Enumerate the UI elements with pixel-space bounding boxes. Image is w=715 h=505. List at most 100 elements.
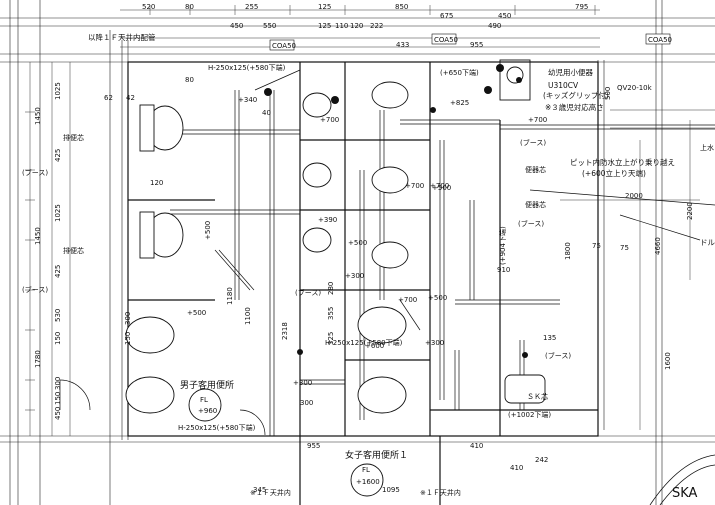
dim-top-15: 955 [470, 41, 483, 49]
dim-misc-20: 80 [185, 76, 194, 84]
dim-left-4: 1025 [54, 204, 62, 222]
top-dimension-lines [120, 5, 600, 48]
dim-left-1: 1025 [54, 82, 62, 100]
dim-misc-30: 300 [124, 312, 132, 325]
note-grip: (キッズグリップ付) [543, 90, 609, 100]
room-mens-level: +960 [198, 407, 217, 415]
dim-top-17: 675 [440, 12, 453, 20]
walls [127, 61, 599, 505]
tag-down-904: (+904下端) [498, 226, 507, 265]
dim-misc-23: 1100 [244, 307, 252, 325]
dim-top-10: 255 [245, 3, 258, 11]
dim-misc-4: +825 [450, 99, 469, 107]
note-1f-ceiling-1: ※１Ｆ天井内 [250, 488, 291, 497]
valves [264, 64, 528, 358]
top-dimensions: 520 80 450 550 125 110 850 795 450 255 1… [142, 3, 588, 49]
interior-dimensions: +340 +500 +700 +825 +500 +700 +500 +500 … [124, 76, 601, 387]
dim-misc-11: +300 [425, 339, 444, 347]
dim-bottom-5: 345 [253, 486, 266, 494]
tag-coa-3: COA50 [648, 36, 672, 44]
note-kinder: ※３歳児対応高さ [545, 102, 604, 112]
dim-top-2: 80 [185, 3, 194, 11]
dim-misc-6: +700 [528, 116, 547, 124]
dim-top-8: 795 [575, 3, 588, 11]
dim-top-7: 850 [395, 3, 408, 11]
room-mens: 男子客用便所 FL +960 [180, 379, 234, 415]
dim-top-12: 120 [350, 22, 363, 30]
dim-misc-9: +300 [293, 379, 312, 387]
room-mens-fl: FL [200, 396, 208, 404]
dim-misc-27: 325 [327, 332, 335, 345]
note-drain-core-1: 排便芯 [63, 133, 84, 142]
dim-left-10: 300 [54, 377, 62, 390]
tag-down-1002: (+1002下端) [508, 410, 551, 419]
dim-left-13: 62 [104, 94, 113, 102]
dim-top-3: 450 [230, 22, 243, 30]
child-urinal-fixture [499, 59, 531, 101]
note-booth-6: (ブース) [518, 219, 544, 228]
left-dimension-lines [25, 62, 71, 436]
dim-right-3: 4660 [654, 237, 662, 255]
note-booth-1: (ブース) [22, 168, 48, 177]
tag-down-650: (+650下端) [440, 68, 479, 77]
dim-misc-26: 355 [327, 307, 335, 320]
dim-misc-29: 150 [124, 332, 132, 345]
dim-top-9: 450 [498, 12, 511, 20]
dim-top-1: 520 [142, 3, 155, 11]
dim-bottom-1: 955 [307, 442, 320, 450]
note-pit: ピット内防水立上がり乗り越え [570, 157, 675, 167]
tag-coa-1: COA50 [272, 42, 296, 50]
dim-misc-8: +500 [428, 294, 447, 302]
dim-top-14: 433 [396, 41, 409, 49]
dim-bottom-6: 410 [470, 442, 483, 450]
note-drain-top: 上水 [700, 143, 714, 152]
dim-left-12: 450 [54, 407, 62, 420]
dim-top-16: 490 [488, 22, 501, 30]
toilet-fixtures [125, 81, 546, 497]
dim-left-5: 1450 [34, 227, 42, 245]
dim-misc-16: +600 [365, 342, 384, 350]
dim-top-11: 125 [318, 3, 331, 11]
note-booth-5: (ブース) [520, 138, 546, 147]
dim-bottom-2: 1095 [382, 486, 400, 494]
dim-misc-13: +700 [405, 182, 424, 190]
dim-bottom-4: 242 [535, 456, 548, 464]
dim-misc-5: +500 [187, 309, 206, 317]
coa-tags [269, 33, 671, 51]
dim-right-6: 1800 [564, 242, 572, 260]
dim-misc-18: 120 [150, 179, 163, 187]
dim-bottom-3: 410 [510, 464, 523, 472]
dim-misc-19: 75 [592, 242, 601, 250]
dim-left-3: 425 [54, 149, 62, 162]
note-booth-3: (ブース) [295, 288, 321, 297]
note-ceiling-piping: 以降１Ｆ天井内配管 [88, 32, 156, 42]
dim-left-9: 1780 [34, 350, 42, 368]
room-womens-name: 女子客用便所１ [345, 449, 408, 461]
dim-top-6: 110 [335, 22, 348, 30]
bottom-dimensions: 955 1095 410 242 345 410 300 [253, 399, 548, 494]
dim-misc-21: 40 [262, 109, 271, 117]
left-dimensions: 1025 1450 425 1025 1450 425 530 150 1780… [34, 82, 135, 420]
piping [160, 69, 715, 436]
dim-left-6: 425 [54, 265, 62, 278]
note-sk: ＳＫ芯 [527, 392, 548, 401]
note-booth-4: (ブース) [545, 351, 571, 360]
dim-misc-25: 1180 [226, 287, 234, 305]
dim-misc-10: +300 [345, 272, 364, 280]
room-womens-fl: FL [362, 466, 370, 474]
note-pit-rise: (+600立上り天端) [582, 168, 646, 178]
room-womens-level: +1600 [356, 478, 380, 486]
dim-left-8: 150 [54, 332, 62, 345]
dim-right-2: 2200 [686, 202, 694, 220]
note-pipe-1: H-250x125(+580下端) [208, 63, 286, 72]
dim-misc-22: 910 [497, 266, 510, 274]
note-tobenki-1: 便器芯 [525, 165, 546, 174]
note-booth-2: (ブース) [22, 285, 48, 294]
note-ska: SKA [672, 486, 698, 501]
note-urinal-model: U310CV [548, 81, 579, 90]
door-swings [59, 379, 266, 436]
right-dimensions: 2000 2200 4660 1600 500 1800 75 [564, 87, 694, 370]
note-drain-core-2: 排便芯 [63, 246, 84, 255]
dim-misc-12: +390 [318, 216, 337, 224]
